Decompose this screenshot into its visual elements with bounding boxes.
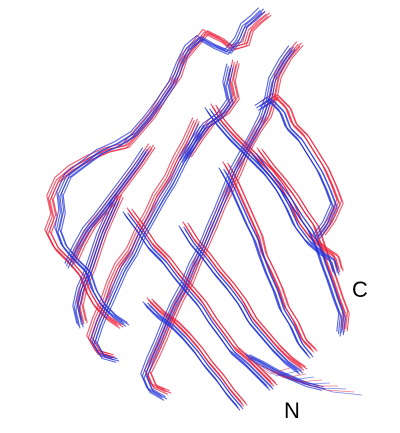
- backbone-trace-100-0: [54, 7, 260, 323]
- backbone-trace-3-2: [225, 166, 315, 353]
- backbone-trace-101-4: [146, 48, 296, 400]
- backbone-trace-0-4: [50, 14, 272, 328]
- backbone-trace-11-4: [76, 146, 156, 264]
- backbone-trace-110-4: [260, 100, 338, 240]
- backbone-trace-group: [44, 7, 363, 411]
- backbone-trace-111-0: [64, 147, 144, 264]
- backbone-trace-107-4: [184, 228, 304, 374]
- backbone-trace-10-4: [266, 96, 344, 236]
- backbone-trace-5-4: [216, 106, 344, 272]
- backbone-trace-108-4: [78, 200, 120, 328]
- backbone-trace-3-3: [227, 162, 316, 350]
- backbone-trace-3-4: [228, 164, 318, 352]
- backbone-trace-102-1: [91, 125, 201, 361]
- backbone-trace-109-0: [178, 63, 228, 158]
- backbone-trace-111-1: [65, 149, 145, 267]
- backbone-trace-109-3: [183, 64, 233, 160]
- backbone-trace-102-4: [96, 126, 206, 362]
- c-terminus-label: C: [352, 277, 368, 302]
- backbone-trace-111-3: [69, 148, 149, 266]
- backbone-trace-103-2: [221, 172, 311, 359]
- backbone-trace-8-4: [82, 196, 124, 324]
- backbone-trace-2-1: [87, 119, 195, 357]
- backbone-trace-111-4: [70, 150, 150, 268]
- backbone-trace-112-4: [148, 304, 244, 410]
- n-terminus-label: N: [284, 398, 300, 423]
- backbone-trace-102-3: [95, 124, 205, 360]
- terminal-tail-9: [285, 377, 363, 396]
- backbone-trace-102-0: [90, 123, 200, 359]
- backbone-trace-5-2: [213, 108, 341, 273]
- backbone-trace-104-2: [253, 156, 343, 337]
- terminal-tail-0: [249, 359, 291, 375]
- backbone-trace-9-4: [190, 63, 240, 158]
- backbone-trace-108-1: [73, 199, 115, 327]
- backbone-trace-6-2: [129, 212, 275, 387]
- backbone-trace-104-4: [256, 154, 346, 336]
- backbone-trace-105-4: [210, 110, 340, 276]
- backbone-trace-4-2: [259, 152, 347, 333]
- backbone-trace-109-4: [184, 67, 234, 162]
- backbone-trace-4-0: [256, 147, 344, 328]
- backbone-trace-108-3: [77, 198, 119, 325]
- backbone-trace-109-1: [179, 65, 229, 161]
- backbone-trace-108-0: [72, 197, 114, 324]
- backbone-trace-109-2: [181, 68, 231, 163]
- backbone-trace-107-2: [181, 230, 301, 375]
- backbone-trace-103-4: [224, 170, 314, 358]
- backbone-trace-2-0: [86, 117, 194, 355]
- backbone-trace-112-2: [145, 306, 241, 411]
- backbone-trace-7-4: [188, 224, 308, 370]
- backbone-trace-106-2: [125, 216, 271, 391]
- backbone-trace-9-2: [187, 64, 237, 159]
- backbone-trace-106-4: [128, 214, 274, 390]
- backbone-trace-0-2: [47, 15, 269, 329]
- terminal-tail-1: [253, 361, 299, 377]
- backbone-trace-7-3: [187, 222, 306, 368]
- backbone-trace-105-2: [207, 112, 337, 277]
